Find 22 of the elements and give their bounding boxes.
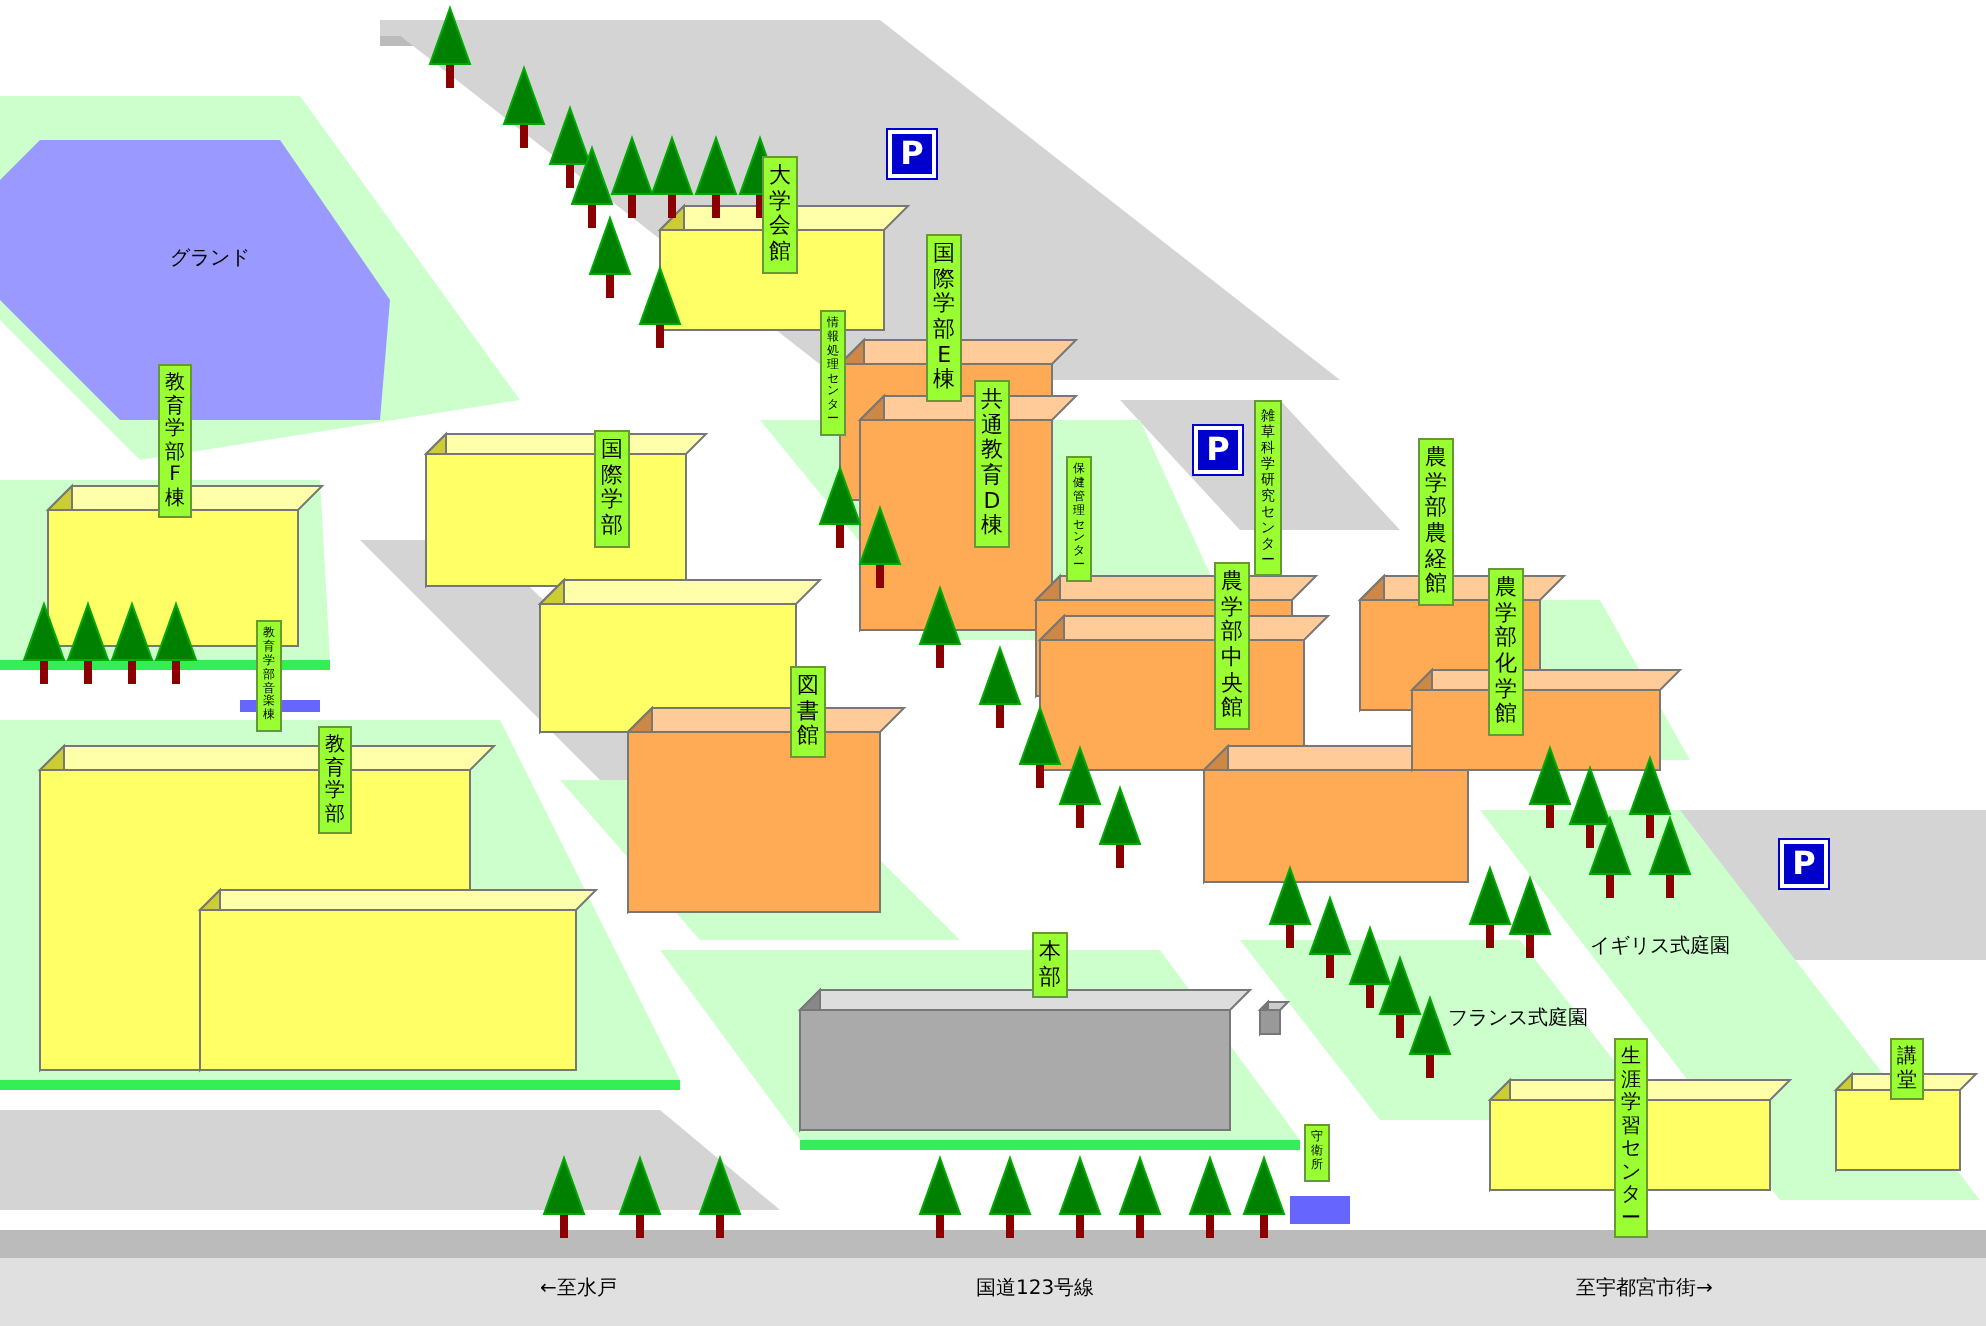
building-label: 教育学部 <box>318 726 352 834</box>
building-label: 国際学部E棟 <box>926 234 963 402</box>
building-label: 教育学部F棟 <box>158 364 192 518</box>
road-label: ←至水戸 <box>540 1275 617 1302</box>
area-label: フランス式庭園 <box>1448 1005 1588 1032</box>
building-label: 農学部中央館 <box>1214 562 1251 730</box>
parking-sign: P <box>1780 840 1828 888</box>
road-label: 至宇都宮市街→ <box>1576 1275 1713 1302</box>
parking-sign: P <box>1194 426 1242 474</box>
building-label: 生涯学習センター <box>1614 1038 1648 1238</box>
area-label: イギリス式庭園 <box>1590 933 1730 960</box>
building-label: 大学会館 <box>762 156 799 274</box>
building-label: 共通教育D棟 <box>974 380 1011 548</box>
building-label: 本部 <box>1032 932 1069 999</box>
building-label: 講堂 <box>1890 1038 1924 1100</box>
building-label: 農学部化学館 <box>1488 568 1525 736</box>
building-label: 図書館 <box>790 666 827 758</box>
parking-sign: P <box>888 130 936 178</box>
building-label: 国際学部 <box>594 430 631 548</box>
road-label: 国道123号線 <box>976 1276 1095 1302</box>
building-label: 農学部農経館 <box>1418 438 1455 606</box>
area-label: グランド <box>170 246 250 272</box>
